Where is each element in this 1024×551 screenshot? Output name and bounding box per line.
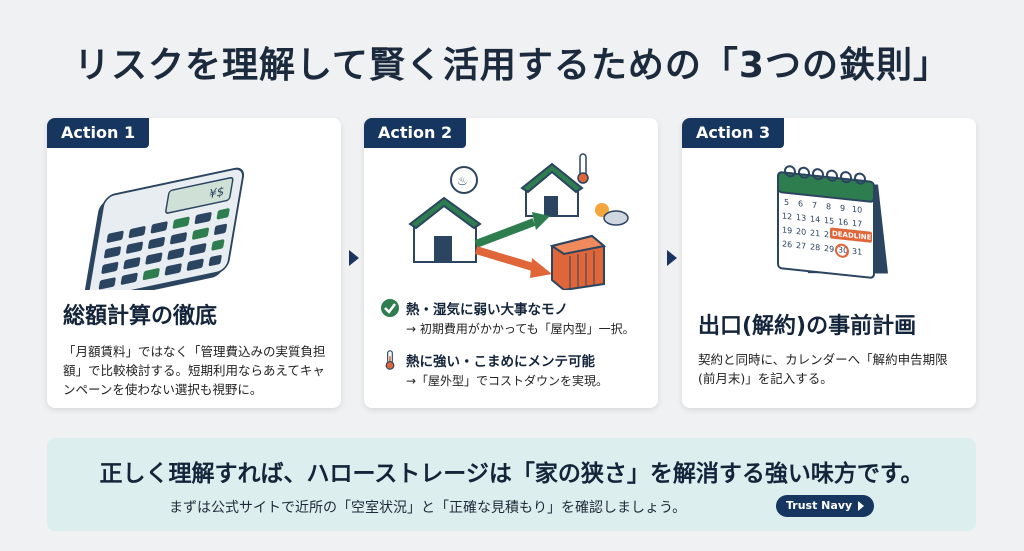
check-icon [381,299,399,317]
svg-text:♨: ♨ [457,174,468,188]
deadline-tag: DEADLINE [832,229,872,242]
svg-text:5: 5 [784,198,789,208]
card-heading: 出口(解約)の事前計画 [698,314,917,339]
action-card-1: Action 1 ¥$ 総額計算の徹底 「月額賃料」ではなく「 [47,118,341,408]
svg-text:21: 21 [810,228,820,238]
svg-text:9: 9 [840,204,845,214]
point-desc: →「屋外型」でコストダウンを実現。 [406,374,609,388]
svg-text:17: 17 [852,219,862,229]
svg-text:15: 15 [824,216,834,226]
summary-main-text: 正しく理解すれば、ハローストレージは「家の狭さ」を解消する強い味方です。 [99,461,924,487]
summary-banner: 正しく理解すれば、ハローストレージは「家の狭さ」を解消する強い味方です。 まずは… [47,438,976,531]
trust-navy-button[interactable]: Trust Navy [776,495,875,517]
svg-text:20: 20 [796,227,806,237]
svg-text:29: 29 [824,244,834,254]
svg-text:7: 7 [812,201,817,211]
svg-text:27: 27 [796,241,806,251]
svg-text:6: 6 [798,199,803,209]
action-badge: Action 2 [364,118,467,148]
card-body: 契約と同時に、カレンダーへ「解約申告期限(前月末)」を記入する。 [698,352,948,386]
svg-text:16: 16 [838,217,848,227]
svg-text:8: 8 [826,202,831,212]
svg-text:31: 31 [852,247,862,257]
trust-navy-label: Trust Navy [786,499,853,512]
card-body: 「月額賃料」ではなく「管理費込みの実質負担額」で比較検討する。短期利用ならあえて… [63,344,326,397]
svg-text:12: 12 [782,211,792,221]
action-badge: Action 1 [47,118,150,148]
action-badge: Action 3 [682,118,785,148]
storage-houses-icon: ♨ [408,153,629,290]
point-title: 熱に強い・こまめにメンテ可能 [406,354,595,370]
summary-sub-text: まずは公式サイトで近所の「空室状況」と「正確な見積もり」を確認しましょう。 [169,500,687,516]
thermometer-icon [385,350,395,370]
page-title: リスクを理解して賢く活用するための「3つの鉄則」 [74,45,950,86]
point-title: 熱・湿気に弱い大事なモノ [406,302,568,318]
svg-text:30: 30 [838,245,848,255]
action-card-2: Action 2 ♨ 熱・湿気に弱い大事なモノ [364,118,658,408]
arrow-right-icon [667,250,677,266]
calculator-icon: ¥$ [83,167,245,290]
svg-text:22: 22 [824,230,834,240]
arrow-right-icon [349,250,359,266]
svg-text:13: 13 [796,213,806,223]
svg-text:28: 28 [810,242,820,252]
svg-text:19: 19 [782,225,792,235]
point-desc: → 初期費用がかかっても「屋内型」一択。 [406,322,635,336]
svg-text:14: 14 [810,214,820,224]
card-heading: 総額計算の徹底 [63,304,218,329]
play-icon [858,501,865,511]
svg-text:10: 10 [852,205,862,215]
svg-text:¥$: ¥$ [208,183,226,201]
svg-text:26: 26 [782,239,792,249]
